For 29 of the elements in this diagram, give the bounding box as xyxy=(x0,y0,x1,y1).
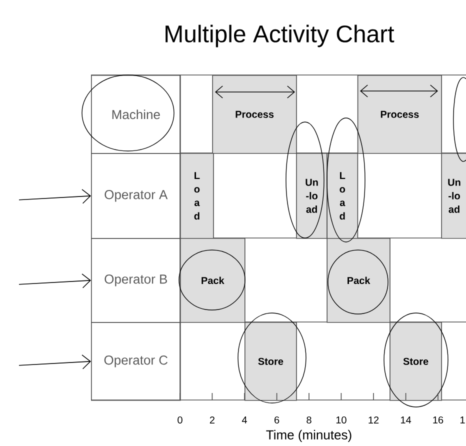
activity-block: Process xyxy=(212,75,297,154)
tick-label: 10 xyxy=(336,416,346,424)
row-label-cell: Operator B xyxy=(91,238,181,323)
activity-block: L o a d xyxy=(326,153,358,239)
hand-drawn-arrow xyxy=(18,188,91,204)
axis-title: Time (minutes) xyxy=(266,430,352,442)
tick-label: 1 xyxy=(460,416,465,424)
tick-label: 16 xyxy=(433,416,444,424)
row-label-cell: Machine xyxy=(91,75,181,154)
activity-block: Pack xyxy=(180,238,246,323)
activity-block: Store xyxy=(244,322,297,401)
hand-drawn-arrow xyxy=(18,273,91,288)
tick-label: 0 xyxy=(178,416,182,424)
tick-label: 12 xyxy=(368,416,379,424)
tick-label: 8 xyxy=(306,416,312,424)
chart-title: Multiple Activity Chart xyxy=(166,24,394,48)
tick-label: 14 xyxy=(401,416,412,424)
row-label-cell: Operator A xyxy=(91,153,181,239)
tick-label: 6 xyxy=(274,416,280,424)
activity-block: Un -lo ad xyxy=(441,153,466,239)
activity-block: Pack xyxy=(326,238,390,323)
activity-block: Process xyxy=(357,75,442,154)
tick-label: 4 xyxy=(242,416,247,424)
activity-block: Store xyxy=(390,322,442,401)
activity-block: Un -lo ad xyxy=(296,153,328,239)
activity-block: L o a d xyxy=(180,153,214,239)
hand-drawn-arrow xyxy=(18,354,91,370)
row-label-cell: Operator C xyxy=(91,322,181,401)
tick-label: 2 xyxy=(210,416,214,424)
